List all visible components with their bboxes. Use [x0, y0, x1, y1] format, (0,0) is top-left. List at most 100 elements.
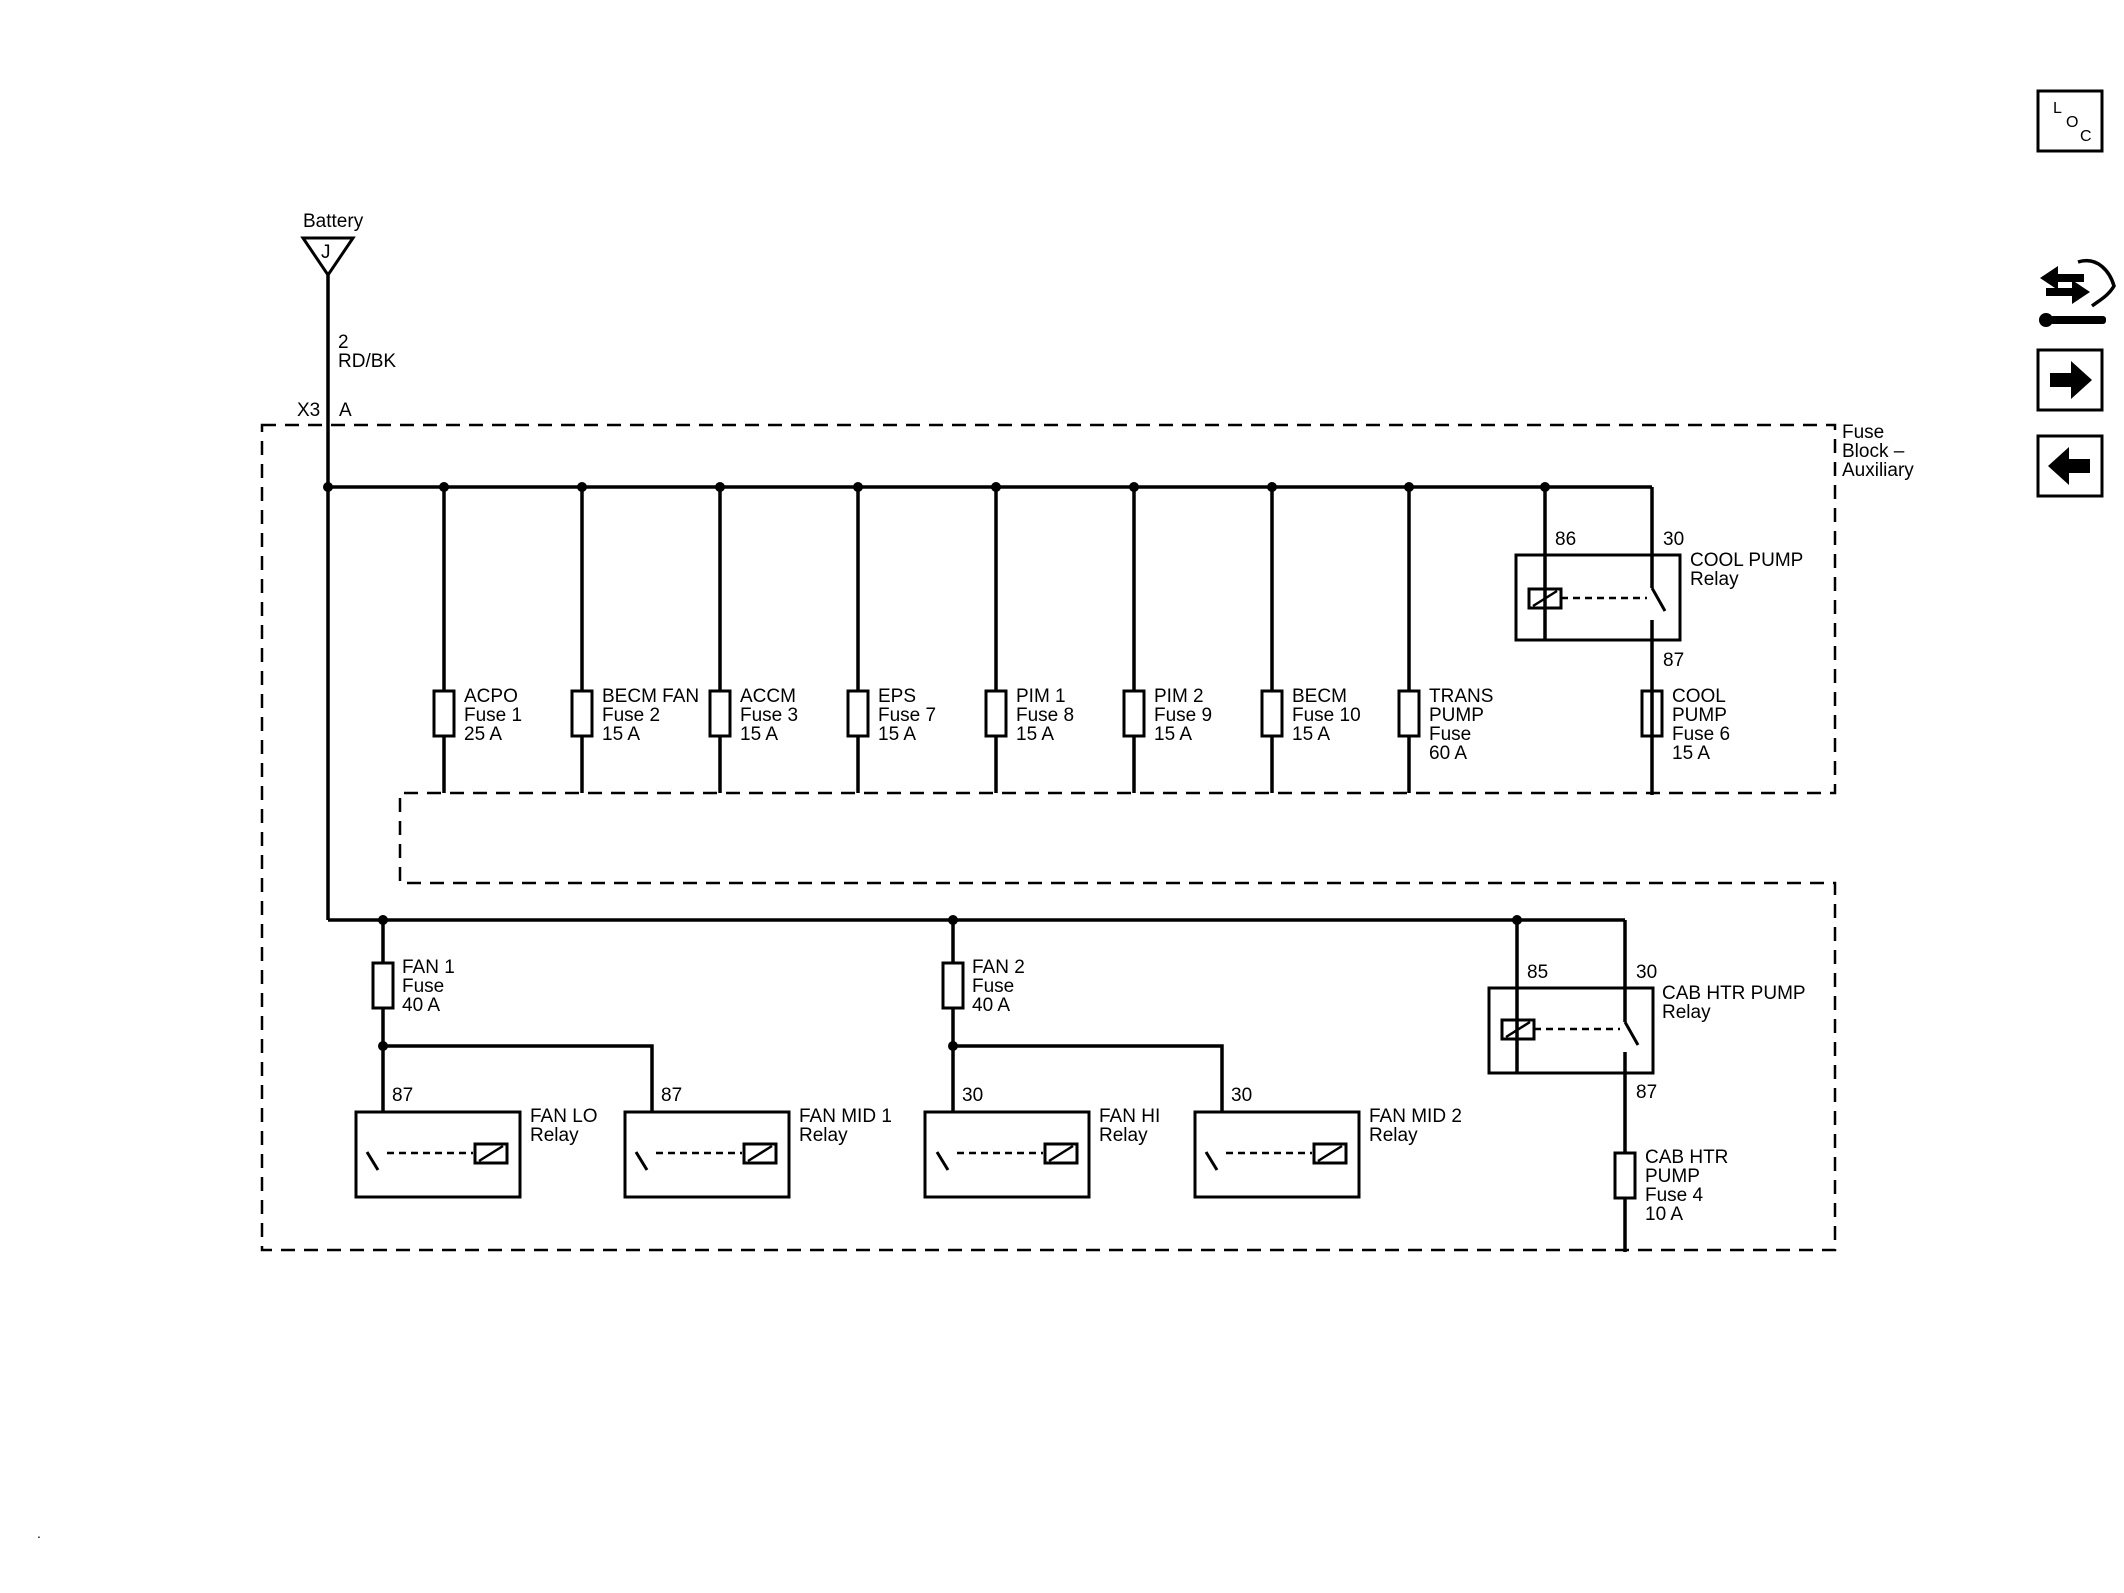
- fuse-symbol: [432, 689, 456, 738]
- fuse-symbol: [708, 689, 732, 738]
- relay-name: FAN MID 2: [1369, 1106, 1462, 1127]
- fuse-label-line-3: Fuse: [1429, 724, 1471, 745]
- fuse-label-line-3: 25 A: [464, 724, 502, 745]
- wire-color: RD/BK: [338, 351, 396, 372]
- loc-button[interactable]: L O C: [2036, 89, 2104, 153]
- fan2-fuse-symbol: [941, 961, 965, 1010]
- relay-coil-symbol: [1312, 1142, 1348, 1165]
- relay-pin: 30: [1231, 1085, 1252, 1106]
- splice-dot: [323, 482, 333, 492]
- relay-type: Relay: [1099, 1125, 1148, 1146]
- connector-name: X3: [297, 400, 320, 421]
- relay-pin-87: 87: [1663, 650, 1684, 671]
- fan2-fuse-rating: 40 A: [972, 995, 1010, 1016]
- fuse-block-title-line-3: Auxiliary: [1842, 460, 1914, 481]
- fan1-fuse-name: FAN 1: [402, 957, 455, 978]
- left-arrow-glyph: [2040, 266, 2084, 290]
- fuse-label-line-2: Fuse 8: [1016, 705, 1074, 726]
- fuse-label-line-2: PUMP: [1672, 705, 1727, 726]
- fuse-block-title: Fuse Block – Auxiliary: [1842, 422, 1914, 481]
- fuse-label-line-3: Fuse 6: [1672, 724, 1730, 745]
- relay-pin: 87: [661, 1085, 682, 1106]
- fuse-symbol: [984, 689, 1008, 738]
- component-views-icon[interactable]: [2039, 258, 2116, 327]
- relay-coil-slash: [478, 1144, 504, 1163]
- fuse-label-line-1: PIM 2: [1154, 686, 1204, 707]
- relay-pin-85: 85: [1527, 962, 1548, 983]
- battery-terminal-letter: J: [321, 242, 331, 263]
- fuse-symbol: [1260, 689, 1284, 738]
- fan2-fuse-type: Fuse: [972, 976, 1014, 997]
- fuse-label-line-3: 15 A: [1016, 724, 1054, 745]
- fuse-symbol: [846, 689, 870, 738]
- relay-box: [354, 1110, 522, 1199]
- relay-switch-contact: [1623, 1021, 1640, 1046]
- cab-htr-fuse-line-2: PUMP: [1645, 1166, 1700, 1187]
- forward-arrow-icon: [2050, 361, 2092, 399]
- fuse-label-line-2: Fuse 10: [1292, 705, 1361, 726]
- fuse-label-line-3: 15 A: [1154, 724, 1192, 745]
- relay-name: FAN MID 1: [799, 1106, 892, 1127]
- connector-pin: A: [339, 400, 352, 421]
- relay-name: COOL PUMP: [1690, 550, 1803, 571]
- relay-pin-30: 30: [1636, 962, 1657, 983]
- relay-box: [1514, 553, 1682, 642]
- fuse-symbol: [1122, 689, 1146, 738]
- fan1-branch-wire: [383, 1044, 654, 1112]
- relay-coil-slash: [747, 1144, 773, 1163]
- fuse-label-line-3: 15 A: [602, 724, 640, 745]
- relay-pin-86: 86: [1555, 529, 1576, 550]
- relay-coil-symbol: [742, 1142, 778, 1165]
- cab-htr-fuse-line-3: Fuse 4: [1645, 1185, 1704, 1206]
- fuse-label-line-2: PUMP: [1429, 705, 1484, 726]
- relay-name: CAB HTR PUMP: [1662, 983, 1806, 1004]
- relay-pin-87: 87: [1636, 1082, 1657, 1103]
- relay-switch-contact: [935, 1151, 950, 1171]
- relay-coil-slash: [1048, 1144, 1074, 1163]
- fuse-label-line-3: 15 A: [878, 724, 916, 745]
- relay-coil-symbol: [473, 1142, 509, 1165]
- relay-switch-contact: [365, 1151, 380, 1171]
- relay-coil-symbol: [1043, 1142, 1079, 1165]
- fuse-symbol: [1397, 689, 1421, 738]
- fan1-fuse-symbol: [371, 961, 395, 1010]
- relay-pin: 87: [392, 1085, 413, 1106]
- fuse-label-line-3: 15 A: [1292, 724, 1330, 745]
- fuse-block-title-line-1: Fuse: [1842, 422, 1884, 443]
- wire-gauge: 2: [338, 332, 349, 353]
- right-arrow-glyph: [2046, 280, 2090, 304]
- fuse-label-line-1: ACPO: [464, 686, 518, 707]
- relay-type: Relay: [1662, 1002, 1711, 1023]
- main-feed: [323, 275, 1652, 922]
- fuse-label-line-4: 60 A: [1429, 743, 1467, 764]
- forward-arrow-button[interactable]: [2036, 348, 2104, 412]
- relay-type: Relay: [1690, 569, 1739, 590]
- relay-box: [623, 1110, 791, 1199]
- relay-switch-contact: [1204, 1151, 1219, 1171]
- fuse-label-line-1: TRANS: [1429, 686, 1493, 707]
- loc-letter-o: O: [2066, 114, 2078, 131]
- loc-letter-l: L: [2053, 100, 2062, 117]
- relay-coil-slash: [1532, 589, 1558, 608]
- fuse-label-line-2: Fuse 2: [602, 705, 660, 726]
- relay-box: [1487, 986, 1655, 1075]
- fuse-label-line-2: Fuse 1: [464, 705, 522, 726]
- relay-name: FAN HI: [1099, 1106, 1160, 1127]
- back-arrow-button[interactable]: [2036, 434, 2104, 498]
- fuse-label-line-2: Fuse 7: [878, 705, 936, 726]
- relay-type: Relay: [799, 1125, 848, 1146]
